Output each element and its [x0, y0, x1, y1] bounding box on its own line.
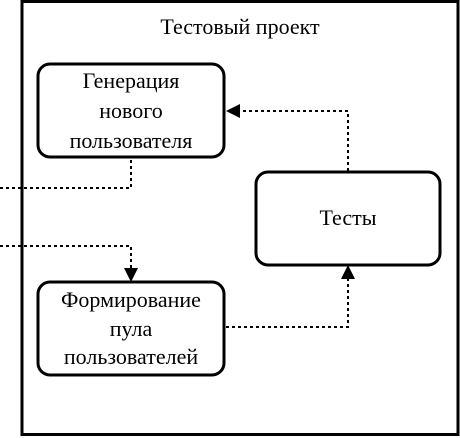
node-generation-line-2: нового [99, 98, 163, 123]
node-generation-box [36, 62, 226, 159]
arrowhead-tests [341, 265, 355, 279]
node-tests[interactable]: Тесты [254, 170, 442, 267]
node-tests-box [254, 170, 442, 267]
arrowhead-generation [226, 104, 240, 118]
edge-outside-to-pool [0, 245, 132, 270]
node-pool-line-2: пула [110, 316, 153, 341]
arrowhead-pool [124, 268, 138, 282]
node-generation-line-3: пользователя [70, 128, 193, 153]
edge-pool-to-tests [226, 278, 349, 328]
node-pool-line-3: пользователей [64, 344, 198, 369]
node-generation[interactable]: Генерация нового пользователя [36, 62, 226, 159]
project-title: Тестовый проект [160, 14, 320, 39]
node-tests-line-1: Тесты [319, 205, 376, 230]
node-pool-box [36, 280, 226, 377]
node-pool-line-1: Формирование [61, 287, 201, 312]
project-container [20, 0, 460, 436]
edge-tests-to-generation [240, 110, 349, 171]
node-pool[interactable]: Формирование пула пользователей [36, 280, 226, 377]
node-generation-line-1: Генерация [83, 68, 180, 93]
edge-outside-to-generation [0, 160, 132, 189]
